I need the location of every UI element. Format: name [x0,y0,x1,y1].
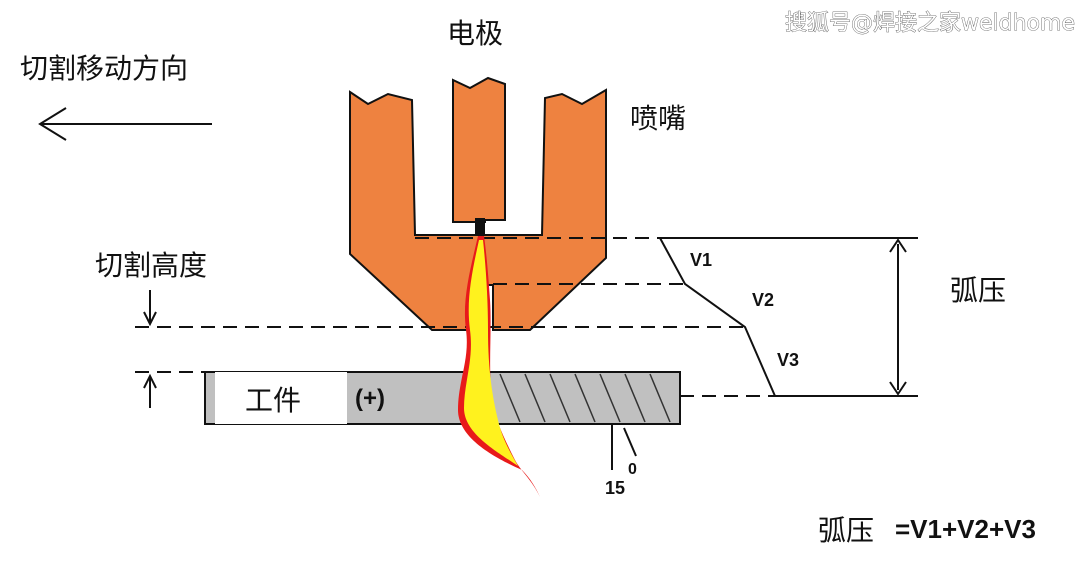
angle-degree: 0 [628,461,637,478]
kerf-hatch [499,373,671,423]
angle-indicator [611,425,637,470]
polarity-label: (+) [355,385,385,412]
cut-direction-label: 切割移动方向 [20,52,188,85]
nozzle-label: 喷嘴 [630,102,686,135]
v3-label: V3 [777,350,799,370]
electrode-tip [475,218,485,236]
cut-height-arrow-bottom-icon [143,373,157,408]
v1-label: V1 [690,250,712,270]
cut-height-arrow-top-icon [143,290,157,327]
arc-voltage-label: 弧压 [950,274,1006,307]
arc-voltage-bracket [889,238,907,396]
cut-direction-arrow-icon [38,107,212,141]
workpiece-label: 工件 [245,384,301,417]
angle-value: 15 [605,478,625,498]
formula-expression: =V1+V2+V3 [895,514,1036,544]
electrode [452,76,506,223]
formula-label: 弧压 [818,514,874,547]
plasma-arc-inner [464,240,518,466]
electrode-label: 电极 [447,17,503,50]
watermark-text: 搜狐号@焊接之家weldhome [785,11,1075,36]
cut-height-label: 切割高度 [95,249,207,282]
v2-label: V2 [752,290,774,310]
